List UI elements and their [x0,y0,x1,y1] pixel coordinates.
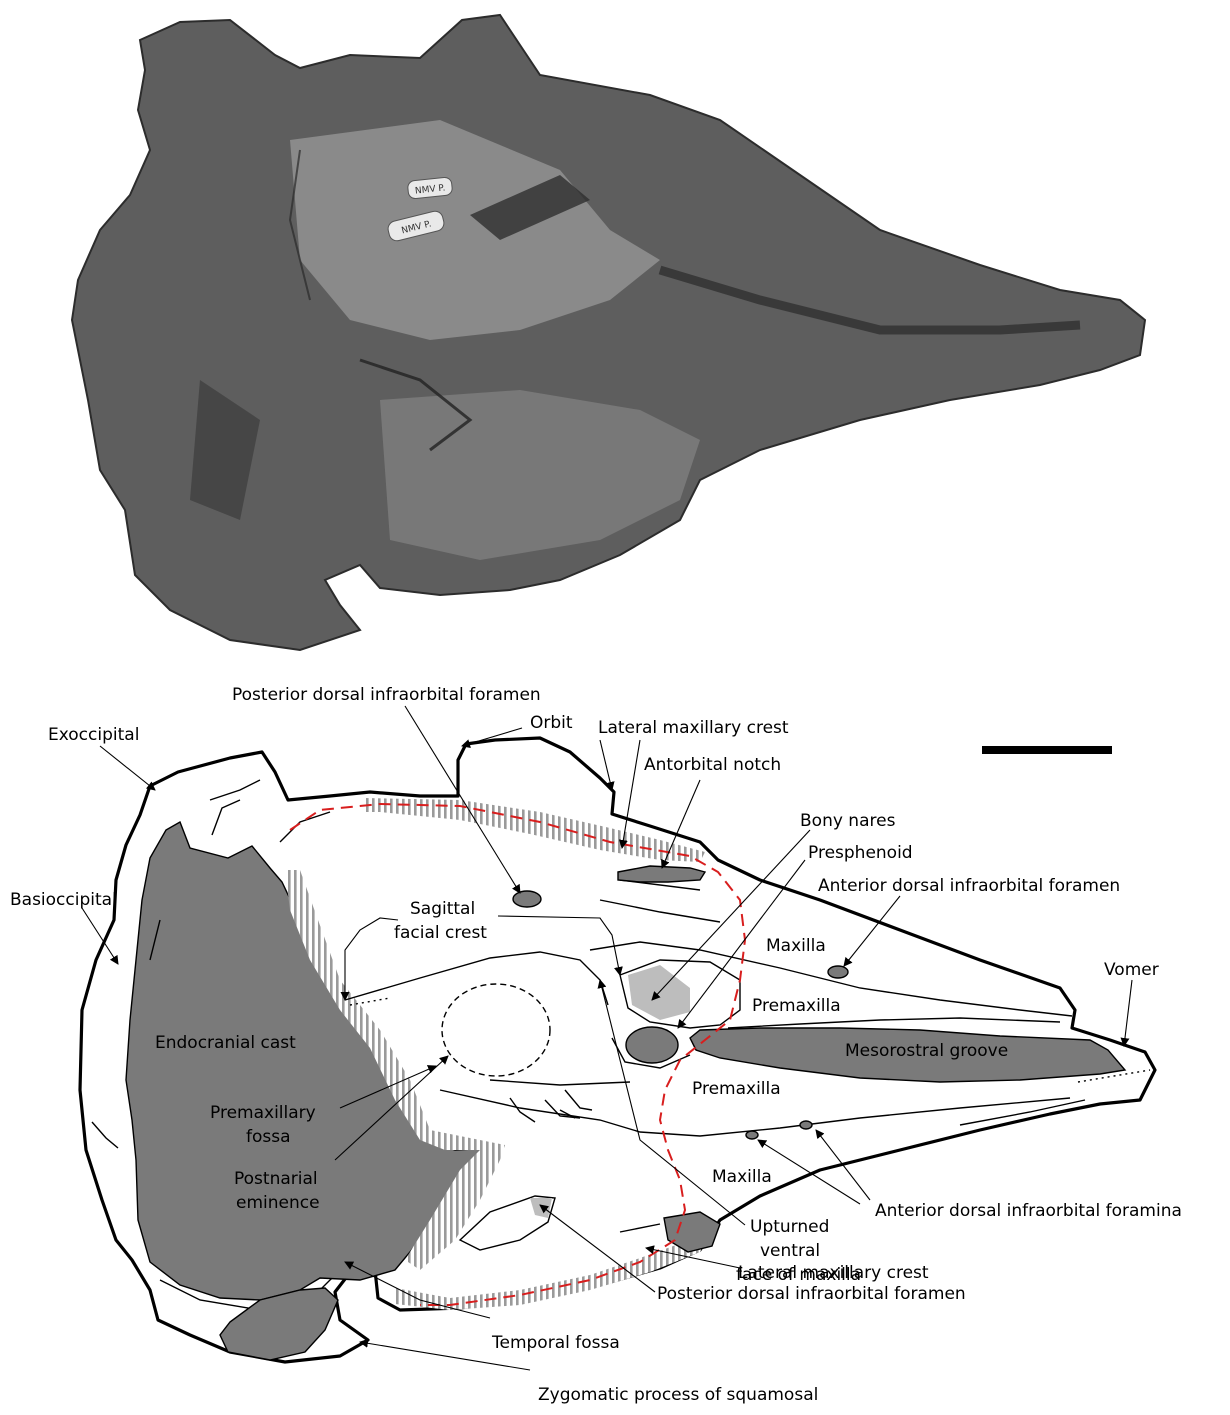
label-bony-nares: Bony nares [800,811,896,831]
label-orbit: Orbit [530,713,573,733]
label-sagittal-crest-2: facial crest [394,923,487,943]
label-exoccipital: Exoccipital [48,725,139,745]
label-lateral-crest-bottom: Lateral maxillary crest [738,1263,929,1283]
label-temporal-fossa: Temporal fossa [491,1333,620,1353]
label-basioccipital: Basioccipital [10,890,117,910]
label-premaxillary-fossa-1: Premaxillary [210,1103,316,1123]
label-maxilla-upper: Maxilla [766,936,826,956]
label-premaxillary-fossa-2: fossa [246,1127,291,1147]
label-antorbital-notch: Antorbital notch [644,755,781,775]
leader-exoccipital [100,746,155,790]
label-post-dorsal-foramen-top: Posterior dorsal infraorbital foramen [232,685,541,705]
label-zygomatic-process: Zygomatic process of squamosal [538,1385,818,1405]
label-sagittal-crest-1: Sagittal [410,899,475,919]
label-post-dorsal-foramen-bottom: Posterior dorsal infraorbital foramen [657,1284,966,1304]
anterior-dorsal-infraorbital-foramen [828,966,848,978]
label-anterior-dorsal-foramen: Anterior dorsal infraorbital foramen [818,876,1120,896]
presphenoid-region [626,1027,678,1063]
scale-bar [982,746,1112,754]
anterior-dorsal-infraorbital-foramina-1 [746,1131,758,1139]
label-vomer: Vomer [1104,960,1159,980]
posterior-dorsal-infraorbital-foramen-upper [513,891,541,907]
label-upturned-face-2: ventral [760,1241,820,1261]
label-endocranial-cast: Endocranial cast [155,1033,296,1053]
label-anterior-dorsal-foramina: Anterior dorsal infraorbital foramina [875,1201,1182,1221]
label-maxilla-lower: Maxilla [712,1167,772,1187]
label-postnarial-eminence-1: Postnarial [234,1169,318,1189]
label-premaxilla-upper: Premaxilla [752,996,841,1016]
anterior-dorsal-infraorbital-foramina-2 [800,1121,812,1129]
label-upturned-face-1: Upturned [750,1217,829,1237]
label-lateral-crest-top: Lateral maxillary crest [598,718,789,738]
label-mesorostral-groove: Mesorostral groove [845,1041,1008,1061]
label-premaxilla-lower: Premaxilla [692,1079,781,1099]
label-postnarial-eminence-2: eminence [236,1193,320,1213]
label-presphenoid: Presphenoid [808,843,913,863]
leader-vomer [1124,980,1132,1046]
skull-photograph: NMV P. NMV P. [72,15,1145,650]
